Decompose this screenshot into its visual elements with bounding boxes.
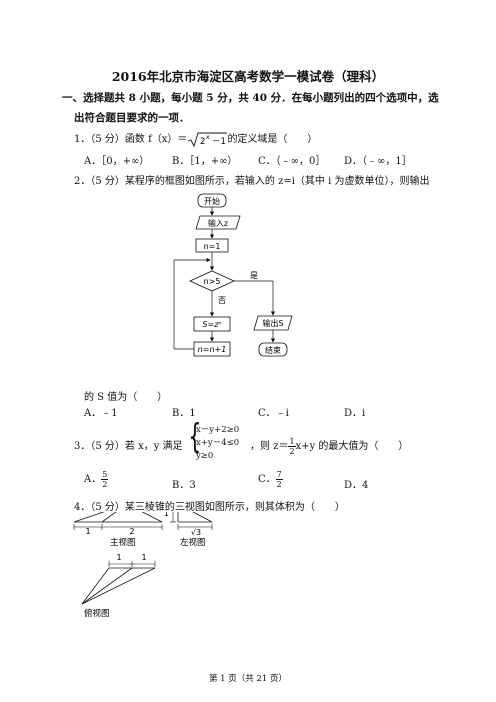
flow-no-label: 否 (218, 296, 226, 305)
q3-option-b: B．3 (172, 480, 196, 491)
front-dim-1: 1 (85, 527, 90, 536)
flow-end-text: 结束 (265, 345, 281, 355)
brace-icon: { (188, 417, 202, 457)
section-header-line2: 出符合题目要求的一项． (74, 112, 190, 124)
q1-prefix: 1．（5 分）函数 f（x）＝ (74, 134, 188, 145)
side-view (177, 512, 213, 523)
q1-radicand: 2 (200, 137, 205, 147)
q1-option-c: C．（﹣∞，0］ (258, 156, 326, 167)
q1-suffix: 的定义域是（ ） (227, 134, 318, 145)
q3-inequality-system: x－y+2≥0 x+y－4≤0 y≥0 (196, 424, 239, 463)
front-view (73, 512, 163, 523)
q1-option-a: A．［0，+∞） (84, 156, 150, 167)
flow-condition-text: n>5 (204, 277, 221, 286)
flow-assign-text: S=zⁿ (202, 320, 221, 329)
top-dim-1: 1 (116, 553, 121, 562)
q1-radicand-tail: －1 (212, 137, 226, 147)
page-title: 2016年北京市海淀区高考数学一模试卷（理科） (111, 69, 385, 84)
q3-after-fraction: x+y 的最大值为（ ） (295, 441, 409, 452)
q1-option-b: B．［1，+∞） (172, 156, 238, 167)
side-dim: √3 (191, 528, 201, 537)
flow-yes-label: 是 (250, 271, 258, 280)
question-4: 4．（5 分）某三棱锥的三视图如图所示，则其体积为（ ） (74, 502, 345, 513)
flow-input-box (195, 215, 241, 230)
flow-input-text: 输入z (208, 218, 228, 228)
q3-mid: ，则 z＝ (250, 441, 289, 452)
front-view-label: 主视图 (110, 537, 136, 548)
top-view-label: 俯视图 (84, 608, 110, 619)
question-2-line2: 的 S 值为（ ） (84, 392, 168, 403)
flow-init-text: n=1 (204, 242, 221, 251)
page-footer: 第 1 页（共 21 页） (208, 674, 288, 684)
q3-prefix: 3．（5 分）若 x，y 满足 (74, 441, 183, 452)
front-dim-2: 2 (129, 527, 134, 536)
flow-output-text: 输出S (262, 318, 283, 328)
q3-ineq-3: y≥0 (196, 451, 214, 461)
flow-output-box (253, 315, 293, 331)
q3-ineq-2: x+y－4≤0 (196, 438, 240, 448)
q3-ineq-1: x－y+2≥0 (196, 425, 240, 435)
top-dim-2: 1 (141, 553, 146, 562)
flow-end-box (258, 342, 288, 357)
flow-start-text: 开始 (204, 196, 220, 206)
question-2-line1: 2．（5 分）某程序的框图如图所示，若输入的 z=i（其中 i 为虚数单位），则… (74, 176, 430, 187)
three-view-diagram: 1 2 主视图 1 √3 左视图 1 1 俯视图 (73, 512, 213, 619)
q2-option-a: A．﹣1 (84, 408, 118, 419)
section-header-line1: 一、选择题共 8 小题，每小题 5 分，共 40 分．在每小题列出的四个选项中，… (62, 92, 439, 104)
front-height-dim: 1 (164, 512, 169, 518)
flowchart: 开始 输入z n=1 n>5 是 否 S=zⁿ n=n+1 输出S 结束 (173, 193, 293, 357)
flow-increment-text: n=n+1 (198, 345, 227, 354)
q3-option-d: D．4 (344, 480, 369, 491)
q2-option-c: C．﹣i (258, 408, 289, 419)
q2-option-b: B．1 (172, 408, 196, 419)
q2-option-d: D．i (344, 408, 366, 419)
q1-option-d: D．（﹣∞，1］ (344, 156, 412, 167)
q1-exponent: x (206, 134, 210, 141)
side-view-label: 左视图 (180, 537, 206, 548)
top-view (81, 567, 156, 605)
